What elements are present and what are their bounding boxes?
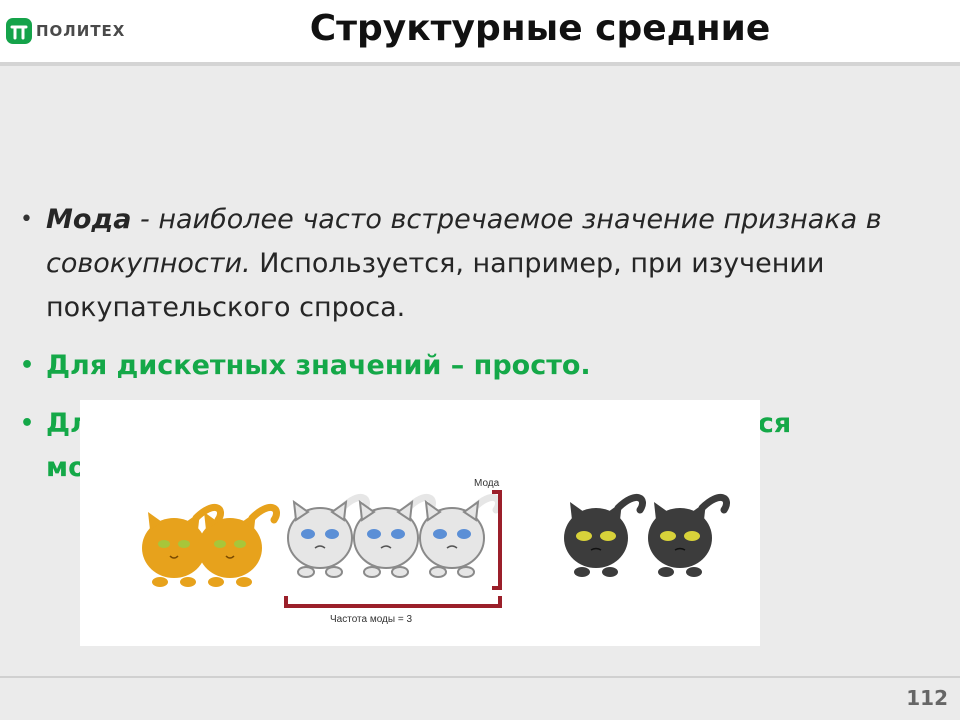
frequency-label: Частота моды = 3 — [330, 614, 412, 625]
white-cats — [288, 497, 499, 577]
hidden-bullet-end: ся — [757, 408, 792, 439]
slide-header: ПОЛИТЕХ Структурные средние — [0, 0, 960, 64]
bullet-discrete-values: • Для дискетных значений – просто. — [20, 344, 920, 388]
header-divider — [0, 62, 960, 66]
bullet-dot-icon: • — [20, 353, 35, 378]
footer-divider — [0, 676, 960, 678]
frequency-bracket — [284, 596, 502, 608]
page-title: Структурные средние — [309, 8, 771, 49]
logo-text: ПОЛИТЕХ — [36, 22, 126, 40]
bullet-dot-icon: • — [20, 207, 33, 232]
bullet-mode-definition: • Мода - наиболее часто встречаемое знач… — [20, 198, 920, 330]
black-cats — [564, 497, 727, 577]
politeh-logo-icon — [6, 18, 32, 44]
orange-cats — [142, 507, 277, 587]
mode-cats-illustration: Мода Частота моды = 3 — [80, 400, 760, 646]
page-number: 112 — [906, 686, 948, 710]
mode-label: Мода — [474, 478, 500, 489]
slide-content: • Мода - наиболее часто встречаемое знач… — [20, 198, 920, 504]
mode-bracket — [492, 490, 502, 590]
mode-definition: - наиболее часто встречаемое значение пр… — [46, 204, 882, 279]
bullet-dot-icon: • — [20, 411, 35, 436]
mode-usage-note: Используется, например, при изучении пок… — [46, 248, 825, 323]
term-mode: Мода — [46, 204, 132, 235]
cats-figure: Мода Частота моды = 3 — [80, 478, 760, 625]
discrete-values-text: Для дискетных значений – просто. — [46, 350, 591, 381]
hidden-bullet-line2: мо — [46, 452, 87, 483]
